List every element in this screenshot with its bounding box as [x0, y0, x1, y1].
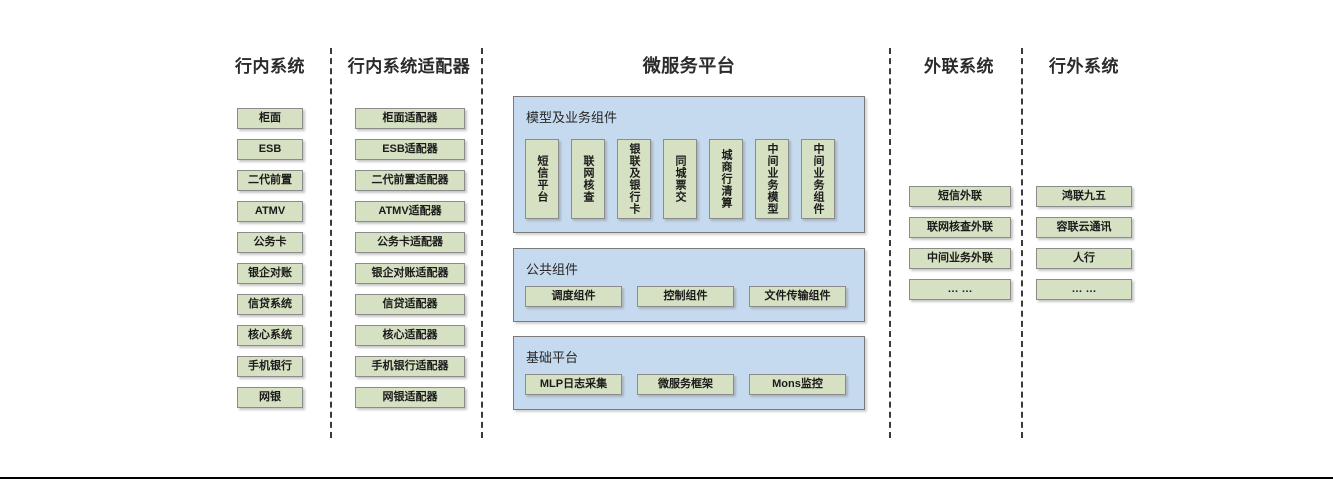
- node-internal-systems-6[interactable]: 信贷系统: [237, 294, 303, 315]
- node-internal-system-adapters-4[interactable]: 公务卡适配器: [355, 232, 465, 253]
- node-internal-system-adapters-6[interactable]: 信贷适配器: [355, 294, 465, 315]
- divider-3: [889, 48, 891, 438]
- node-model-business-components-3[interactable]: 同城票交: [663, 139, 697, 219]
- node-internal-system-adapters-8[interactable]: 手机银行适配器: [355, 356, 465, 377]
- divider-2: [481, 48, 483, 438]
- node-off-bank-systems-3[interactable]: … …: [1036, 279, 1132, 300]
- center-title: 微服务平台: [642, 56, 736, 76]
- node-base-platform-1[interactable]: 微服务框架: [637, 374, 734, 395]
- node-model-business-components-2[interactable]: 银联及银行卡: [617, 139, 651, 219]
- node-off-bank-systems-0[interactable]: 鸿联九五: [1036, 186, 1132, 207]
- node-internal-systems-0[interactable]: 柜面: [237, 108, 303, 129]
- node-internal-systems-5[interactable]: 银企对账: [237, 263, 303, 284]
- node-internal-system-adapters-0[interactable]: 柜面适配器: [355, 108, 465, 129]
- column-title-internal-system-adapters: 行内系统适配器: [347, 57, 471, 76]
- node-internal-systems-2[interactable]: 二代前置: [237, 170, 303, 191]
- column-title-off-bank-systems: 行外系统: [1049, 57, 1119, 76]
- column-title-external-link-systems: 外联系统: [924, 57, 994, 76]
- panel-label-public-components: 公共组件: [526, 262, 579, 277]
- node-external-link-systems-2[interactable]: 中间业务外联: [909, 248, 1011, 269]
- node-model-business-components-1[interactable]: 联网核查: [571, 139, 605, 219]
- panel-label-model-business-components: 模型及业务组件: [526, 110, 618, 125]
- node-off-bank-systems-1[interactable]: 容联云通讯: [1036, 217, 1132, 238]
- node-public-components-0[interactable]: 调度组件: [525, 286, 622, 307]
- column-title-internal-systems: 行内系统: [235, 57, 305, 76]
- node-internal-systems-4[interactable]: 公务卡: [237, 232, 303, 253]
- node-model-business-components-4[interactable]: 城商行清算: [709, 139, 743, 219]
- node-public-components-1[interactable]: 控制组件: [637, 286, 734, 307]
- node-internal-system-adapters-7[interactable]: 核心适配器: [355, 325, 465, 346]
- node-model-business-components-5[interactable]: 中间业务模型: [755, 139, 789, 219]
- node-external-link-systems-0[interactable]: 短信外联: [909, 186, 1011, 207]
- panel-public-components: 公共组件: [513, 248, 865, 322]
- node-external-link-systems-1[interactable]: 联网核查外联: [909, 217, 1011, 238]
- node-model-business-components-6[interactable]: 中间业务组件: [801, 139, 835, 219]
- node-internal-systems-3[interactable]: ATMV: [237, 201, 303, 222]
- panel-base-platform: 基础平台: [513, 336, 865, 410]
- node-internal-systems-1[interactable]: ESB: [237, 139, 303, 160]
- node-base-platform-0[interactable]: MLP日志采集: [525, 374, 622, 395]
- node-base-platform-2[interactable]: Mons监控: [749, 374, 846, 395]
- divider-1: [330, 48, 332, 438]
- node-internal-systems-7[interactable]: 核心系统: [237, 325, 303, 346]
- bottom-rule: [0, 477, 1333, 479]
- node-internal-system-adapters-5[interactable]: 银企对账适配器: [355, 263, 465, 284]
- node-internal-system-adapters-1[interactable]: ESB适配器: [355, 139, 465, 160]
- node-model-business-components-0[interactable]: 短信平台: [525, 139, 559, 219]
- node-internal-systems-8[interactable]: 手机银行: [237, 356, 303, 377]
- divider-4: [1021, 48, 1023, 438]
- node-external-link-systems-3[interactable]: … …: [909, 279, 1011, 300]
- panel-label-base-platform: 基础平台: [526, 350, 579, 365]
- node-internal-system-adapters-3[interactable]: ATMV适配器: [355, 201, 465, 222]
- node-off-bank-systems-2[interactable]: 人行: [1036, 248, 1132, 269]
- node-internal-system-adapters-9[interactable]: 网银适配器: [355, 387, 465, 408]
- node-internal-systems-9[interactable]: 网银: [237, 387, 303, 408]
- node-public-components-2[interactable]: 文件传输组件: [749, 286, 846, 307]
- node-internal-system-adapters-2[interactable]: 二代前置适配器: [355, 170, 465, 191]
